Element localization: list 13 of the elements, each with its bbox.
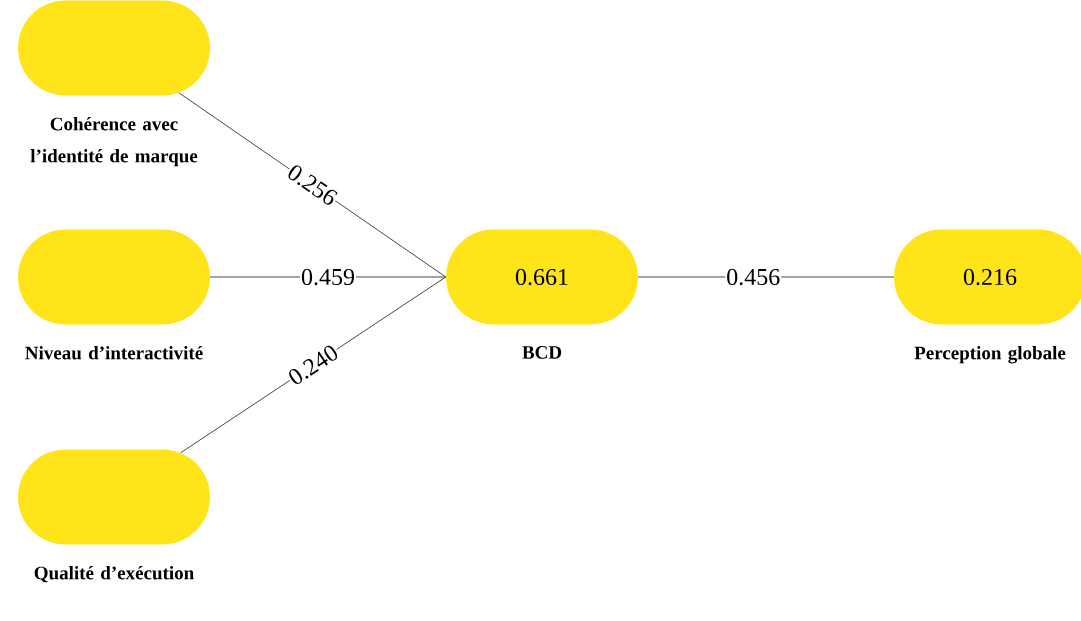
rounded-box: 0.661	[446, 229, 638, 325]
node-label: Qualité d’exécution	[34, 566, 194, 583]
edge-label: 0.256	[284, 161, 341, 209]
rounded-box: 0.216	[894, 229, 1081, 325]
node-label: Niveau d’interactivité	[25, 346, 203, 360]
connector-line	[209, 276, 447, 278]
node-label: Perception globale	[914, 346, 1066, 364]
node-label: BCD	[522, 346, 562, 359]
node-label: Cohérence avec l’identité de marque	[30, 117, 198, 167]
edge-label: 0.240	[284, 341, 342, 388]
connector-line	[637, 276, 895, 278]
edge-label: 0.456	[725, 267, 782, 287]
edge-label: 0.459	[300, 267, 356, 287]
